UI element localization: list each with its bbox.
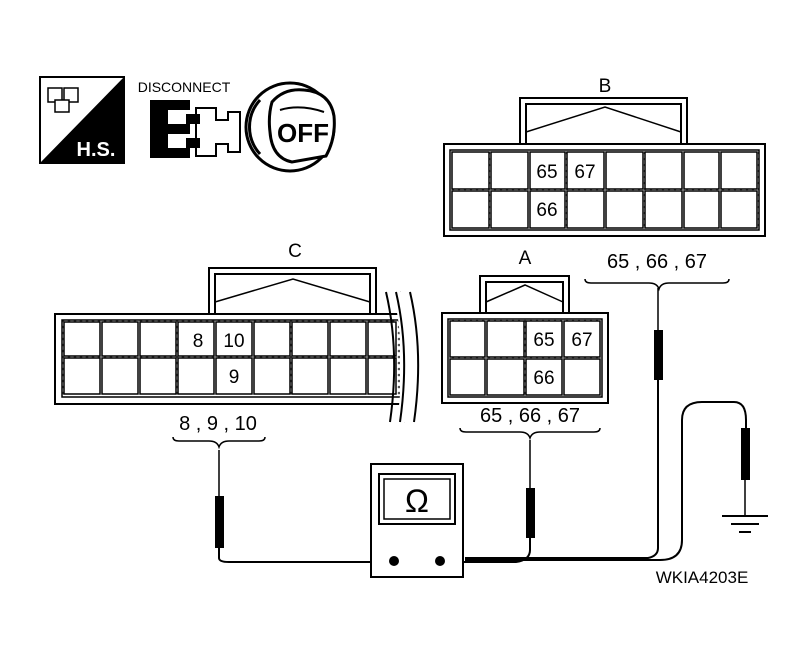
meter-terminal-negative: [389, 556, 399, 566]
connector-b-cavities: [451, 151, 758, 229]
ignition-off-icon: OFF: [244, 81, 336, 173]
connector-c-label: C: [288, 241, 302, 262]
probe-b: [465, 288, 663, 559]
connector-b-terminal: 67: [574, 162, 595, 183]
connector-a-cavities: [449, 320, 601, 396]
connector-a-terminal: 65: [533, 330, 554, 351]
connector-b-brace: [584, 278, 730, 292]
ohmmeter: Ω: [370, 463, 464, 578]
disconnect-label: DISCONNECT: [138, 79, 231, 95]
connector-c-terminal: 10: [223, 331, 244, 352]
connector-a-terminal: 66: [533, 368, 554, 389]
connector-pictogram: [47, 87, 79, 113]
connector-c-brace-label: 8 , 9 , 10: [179, 413, 257, 435]
connector-c-brace: [172, 436, 266, 450]
ground-lead: [465, 401, 750, 561]
probe-c: [215, 450, 392, 563]
connector-a-brace: [459, 427, 601, 441]
meter-terminal-positive: [435, 556, 445, 566]
connector-a-terminal: 67: [571, 330, 592, 351]
connector-b-terminal: 66: [536, 200, 557, 221]
ohm-icon: Ω: [405, 483, 429, 519]
connector-a-brace-label: 65 , 66 , 67: [480, 405, 580, 427]
harness-icon: H.S.: [39, 76, 125, 164]
ground-symbol: [722, 515, 768, 533]
connector-b-terminal: 65: [536, 162, 557, 183]
connector-b-brace-label: 65 , 66 , 67: [607, 251, 707, 273]
connector-c-terminal: 8: [193, 331, 204, 352]
connector-c: C 8 10 9 8 , 9 , 10: [54, 241, 420, 450]
connector-b: B 65 67 66 65 , 66 , 67: [443, 76, 766, 292]
disconnect-icon: DISCONNECT: [138, 79, 241, 158]
connector-a: A 65 67 66 65 , 66 , 67: [441, 248, 609, 441]
ignition-label: OFF: [277, 118, 329, 148]
figure-code: WKIA4203E: [656, 568, 749, 587]
connector-c-cavities: [63, 321, 397, 395]
harness-label: H.S.: [77, 139, 116, 161]
connector-a-label: A: [519, 248, 532, 269]
connector-b-label: B: [599, 76, 612, 97]
connector-c-terminal: 9: [229, 367, 240, 388]
